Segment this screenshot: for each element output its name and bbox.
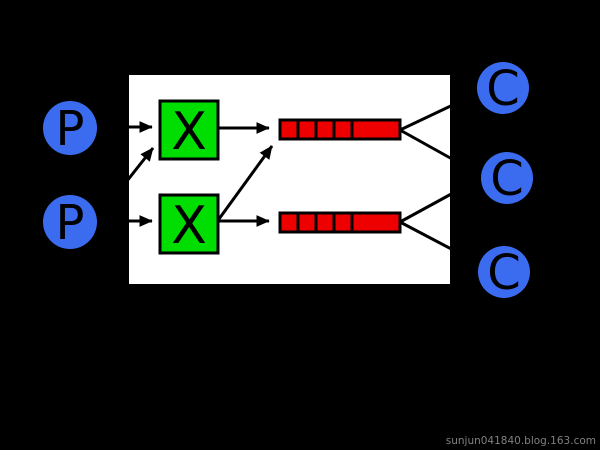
consumer-label-1: C: [486, 61, 520, 117]
edge-exchange2-queue1: [217, 145, 274, 220]
producer-circle-1: [43, 101, 97, 155]
watermark: sunjun041840.blog.163.com: [446, 435, 596, 447]
edge-producer2-exchange1: [91, 147, 155, 225]
exchange-box-1: [158, 99, 220, 161]
producers: P P: [43, 101, 97, 251]
producer-label-2: P: [56, 195, 85, 251]
queue-bar-2: [278, 211, 402, 234]
producer-label-1: P: [56, 101, 85, 157]
queue-1: [278, 118, 402, 141]
edge-queue2-consumer2: [399, 167, 498, 224]
consumer-circle-3: [478, 246, 530, 298]
edge-queue1-consumer2: [399, 128, 498, 186]
consumer-label-2: C: [490, 151, 524, 207]
queue-2: [278, 211, 402, 234]
exchanges: X X: [158, 99, 220, 256]
exchange-label-2: X: [171, 196, 207, 256]
consumers: C C C: [477, 61, 533, 301]
exchange-box-2: [158, 193, 220, 255]
queue-2-segment-dividers: [296, 213, 354, 232]
producer-circle-2: [43, 195, 97, 249]
exchange-label-1: X: [171, 102, 207, 162]
queue-bar-1: [278, 118, 402, 141]
queue-1-segment-dividers: [296, 120, 354, 139]
consumer-circle-2: [481, 152, 533, 204]
consumer-circle-1: [477, 62, 529, 114]
queues: [278, 118, 402, 234]
consumer-label-3: C: [487, 245, 521, 301]
edge-queue2-consumer3: [399, 220, 496, 274]
